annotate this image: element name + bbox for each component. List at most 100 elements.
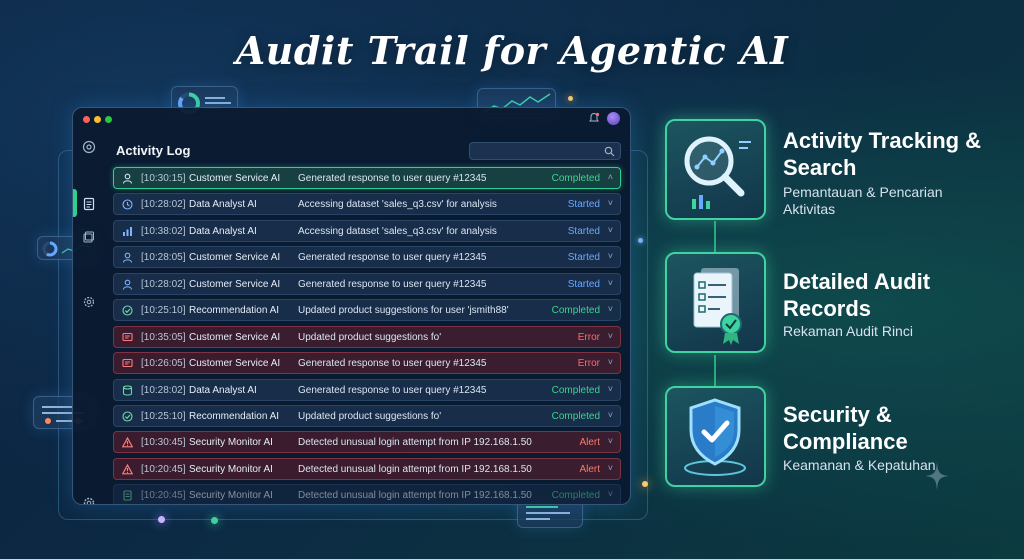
row-message: Updated product suggestions fo' [298, 410, 442, 422]
glow-dot [158, 516, 165, 523]
table-row[interactable]: [10:25:10]Recommendation AI Updated produ… [113, 299, 621, 322]
row-agent-name: Data Analyst AI [189, 384, 257, 396]
row-timestamp: [10:25:10] [141, 305, 186, 317]
user-icon [122, 252, 133, 263]
row-message: Generated response to user query #12345 [298, 173, 487, 184]
row-timestamp: [10:30:15] [141, 173, 186, 184]
status-badge: Completed [551, 305, 600, 317]
status-badge: Completed [551, 490, 600, 502]
chevron-down-icon[interactable]: ˅ [607, 277, 613, 288]
document-icon [123, 490, 132, 501]
feature-subtitle-security-compliance: Keamanan & Kepatuhan [783, 457, 936, 473]
row-timestamp: [10:38:02] [141, 225, 186, 237]
window-title-bar [73, 108, 630, 130]
status-badge: Completed [551, 384, 600, 396]
row-message: Generated response to user query #12345 [298, 358, 487, 370]
row-timestamp: [10:28:02] [141, 199, 186, 211]
document-list-icon[interactable] [82, 197, 96, 211]
feature-subtitle-activity-tracking: Pemantauan & Pencarian Aktivitas [783, 184, 943, 217]
search-input[interactable] [469, 142, 621, 160]
sidebar-active-indicator [73, 189, 77, 217]
chevron-down-icon[interactable]: ˅ [607, 330, 613, 341]
chevron-down-icon[interactable]: ˅ [607, 462, 613, 473]
magnifier-chart-icon [684, 136, 751, 209]
feature-title-audit-records: Detailed Audit Records [783, 269, 931, 321]
row-message: Updated product suggestions fo' [298, 331, 442, 343]
panel-title: Activity Log [116, 143, 191, 158]
check-circle-icon [122, 411, 133, 422]
row-message: Generated response to user query #12345 [298, 384, 487, 396]
activity-tracking-card [665, 119, 766, 220]
chevron-down-icon[interactable]: ˅ [607, 304, 613, 315]
table-row[interactable]: [10:28:02]Data Analyst AI Generated respo… [113, 378, 621, 401]
status-badge: Started [567, 199, 600, 211]
chevron-up-icon[interactable]: ˄ [607, 172, 613, 182]
chevron-down-icon[interactable]: ˅ [607, 383, 613, 394]
table-row[interactable]: [10:30:15]Customer Service AI Generated r… [113, 167, 621, 189]
row-timestamp: [10:28:02] [141, 384, 186, 396]
feature-title-activity-tracking: Activity Tracking & Search [783, 128, 982, 180]
status-badge: Completed [551, 173, 600, 184]
glow-dot [211, 517, 218, 524]
status-badge: Started [567, 252, 600, 264]
stack-icon[interactable] [82, 230, 96, 244]
minimize-window-button[interactable] [94, 116, 101, 123]
table-row[interactable]: [10:25:10]Recommendation AI Updated produ… [113, 404, 621, 427]
chevron-down-icon[interactable]: ˅ [607, 489, 613, 500]
row-agent-name: Security Monitor AI [189, 437, 273, 449]
page-title: Audit Trail for Agentic AI [235, 28, 789, 73]
sidebar [73, 130, 105, 505]
user-icon [122, 173, 133, 184]
chat-icon [122, 332, 133, 341]
security-compliance-card [665, 386, 766, 487]
table-row[interactable]: [10:35:05]Customer Service AI Updated pro… [113, 325, 621, 348]
status-badge: Alert [579, 437, 600, 449]
row-timestamp: [10:30:45] [141, 437, 186, 449]
close-window-button[interactable] [83, 116, 90, 123]
row-timestamp: [10:26:05] [141, 358, 186, 370]
database-icon [122, 384, 133, 396]
glow-dot [638, 238, 643, 243]
status-badge: Error [577, 358, 600, 370]
row-timestamp: [10:35:05] [141, 331, 186, 343]
avatar[interactable] [607, 112, 620, 125]
row-agent-name: Customer Service AI [189, 278, 281, 290]
chevron-down-icon[interactable]: ˅ [607, 251, 613, 262]
settings-search-icon[interactable] [82, 295, 96, 309]
row-message: Updated product suggestions for user 'js… [298, 305, 509, 317]
chevron-down-icon[interactable]: ˅ [607, 436, 613, 447]
row-agent-name: Recommendation AI [189, 410, 280, 422]
chevron-down-icon[interactable]: ˅ [607, 224, 613, 235]
row-message: Accessing dataset 'sales_q3.csv' for ana… [298, 199, 497, 211]
row-timestamp: [10:28:02] [141, 278, 186, 290]
row-agent-name: Customer Service AI [189, 173, 281, 184]
row-timestamp: [10:20:45] [141, 490, 186, 502]
chevron-down-icon[interactable]: ˅ [607, 198, 613, 209]
row-agent-name: Security Monitor AI [189, 463, 273, 475]
row-timestamp: [10:25:10] [141, 410, 186, 422]
gear-icon[interactable] [82, 496, 96, 505]
chevron-down-icon[interactable]: ˅ [607, 357, 613, 368]
row-agent-name: Recommendation AI [189, 305, 280, 317]
row-agent-name: Customer Service AI [189, 331, 281, 343]
table-row[interactable]: [10:26:05]Customer Service AI Generated r… [113, 352, 621, 375]
check-circle-icon [122, 305, 133, 316]
row-message: Generated response to user query #12345 [298, 252, 487, 264]
row-message: Generated response to user query #12345 [298, 278, 487, 290]
connector-line [714, 221, 716, 253]
table-row[interactable]: [10:28:02]Customer Service AI Generated r… [113, 272, 621, 295]
search-icon[interactable] [604, 146, 615, 157]
bell-icon[interactable] [588, 112, 600, 124]
maximize-window-button[interactable] [105, 116, 112, 123]
chevron-down-icon[interactable]: ˅ [607, 409, 613, 420]
openai-logo-icon [82, 140, 96, 154]
glow-dot [642, 481, 648, 487]
sparkle-icon [925, 462, 949, 490]
row-agent-name: Customer Service AI [189, 358, 281, 370]
